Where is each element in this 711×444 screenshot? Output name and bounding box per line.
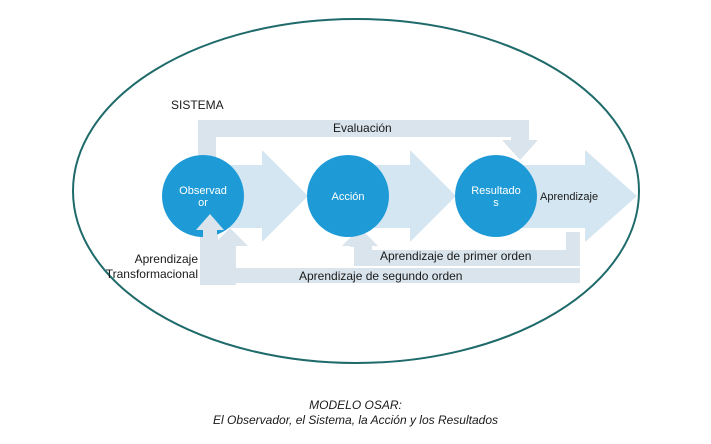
observer-label: Observad or xyxy=(168,185,238,209)
transformational-label-line2: Transformacional xyxy=(105,267,198,281)
system-ellipse xyxy=(72,18,640,364)
results-label-line2: s xyxy=(493,197,499,209)
caption-title: MODELO OSAR: xyxy=(309,398,402,412)
learning-label: Aprendizaje xyxy=(540,191,599,203)
observer-node xyxy=(162,155,244,237)
transformational-label: Aprendizaje Transformacional xyxy=(98,252,198,282)
results-label-line1: Resultado xyxy=(471,185,521,197)
action-label: Acción xyxy=(331,191,365,203)
results-node xyxy=(455,155,537,237)
results-label: Resultado s xyxy=(461,185,531,209)
transformational-arrow-head xyxy=(196,214,224,282)
transformational-label-line1: Aprendizaje xyxy=(134,252,198,266)
caption-subtitle: El Observador, el Sistema, la Acción y l… xyxy=(212,413,499,427)
evaluation-band xyxy=(198,120,538,190)
first-order-band-main xyxy=(342,228,580,266)
system-label: SISTEMA xyxy=(171,98,224,112)
first-order-label: Aprendizaje de primer orden xyxy=(380,249,532,263)
evaluation-label: Evaluación xyxy=(333,121,392,135)
observer-label-line2: or xyxy=(198,197,208,209)
action-node xyxy=(307,155,389,237)
second-order-band xyxy=(212,228,580,283)
observer-label-line1: Observad xyxy=(179,185,227,197)
second-order-label: Aprendizaje de segundo orden xyxy=(299,269,463,283)
